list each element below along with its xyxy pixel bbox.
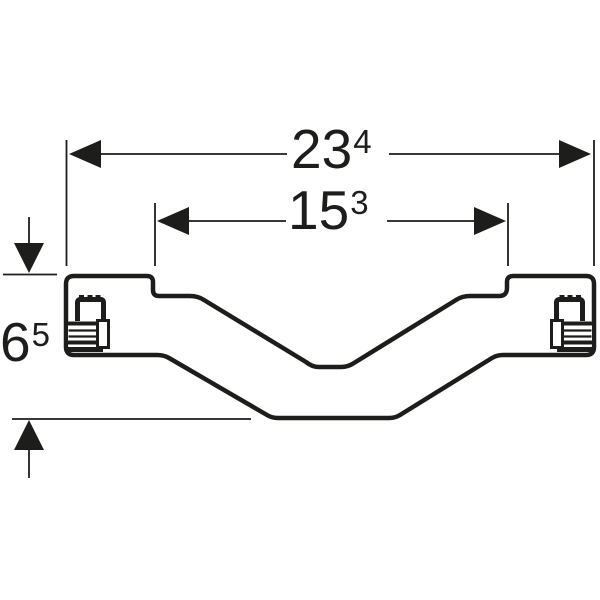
dimension-superscript: 4	[353, 123, 372, 160]
arrowhead-height-up-icon	[14, 420, 44, 450]
clip-tab	[96, 319, 110, 349]
dimension-label-total-width: 234	[291, 122, 372, 177]
arrowhead-inner-left-icon	[157, 207, 189, 235]
dimension-inner-width	[157, 207, 506, 235]
arrowhead-total-right-icon	[559, 140, 591, 168]
dimension-value: 23	[291, 118, 353, 180]
clip-detail-right	[552, 295, 593, 350]
dimension-label-inner-width: 153	[288, 183, 369, 238]
dimension-height	[3, 217, 251, 478]
clip-detail-left	[68, 295, 110, 352]
dimension-label-height: 65	[0, 315, 50, 370]
extension-lines	[65, 140, 595, 266]
dimension-superscript: 5	[31, 316, 50, 353]
arrowhead-total-left-icon	[69, 140, 101, 168]
dimension-superscript: 3	[350, 184, 369, 221]
dimension-value: 15	[288, 179, 350, 241]
part-outline	[63, 273, 597, 421]
arrowhead-inner-right-icon	[474, 207, 506, 235]
dimension-value: 6	[0, 311, 31, 373]
dimension-total-width	[69, 140, 591, 168]
arrowhead-height-down-icon	[14, 243, 44, 273]
